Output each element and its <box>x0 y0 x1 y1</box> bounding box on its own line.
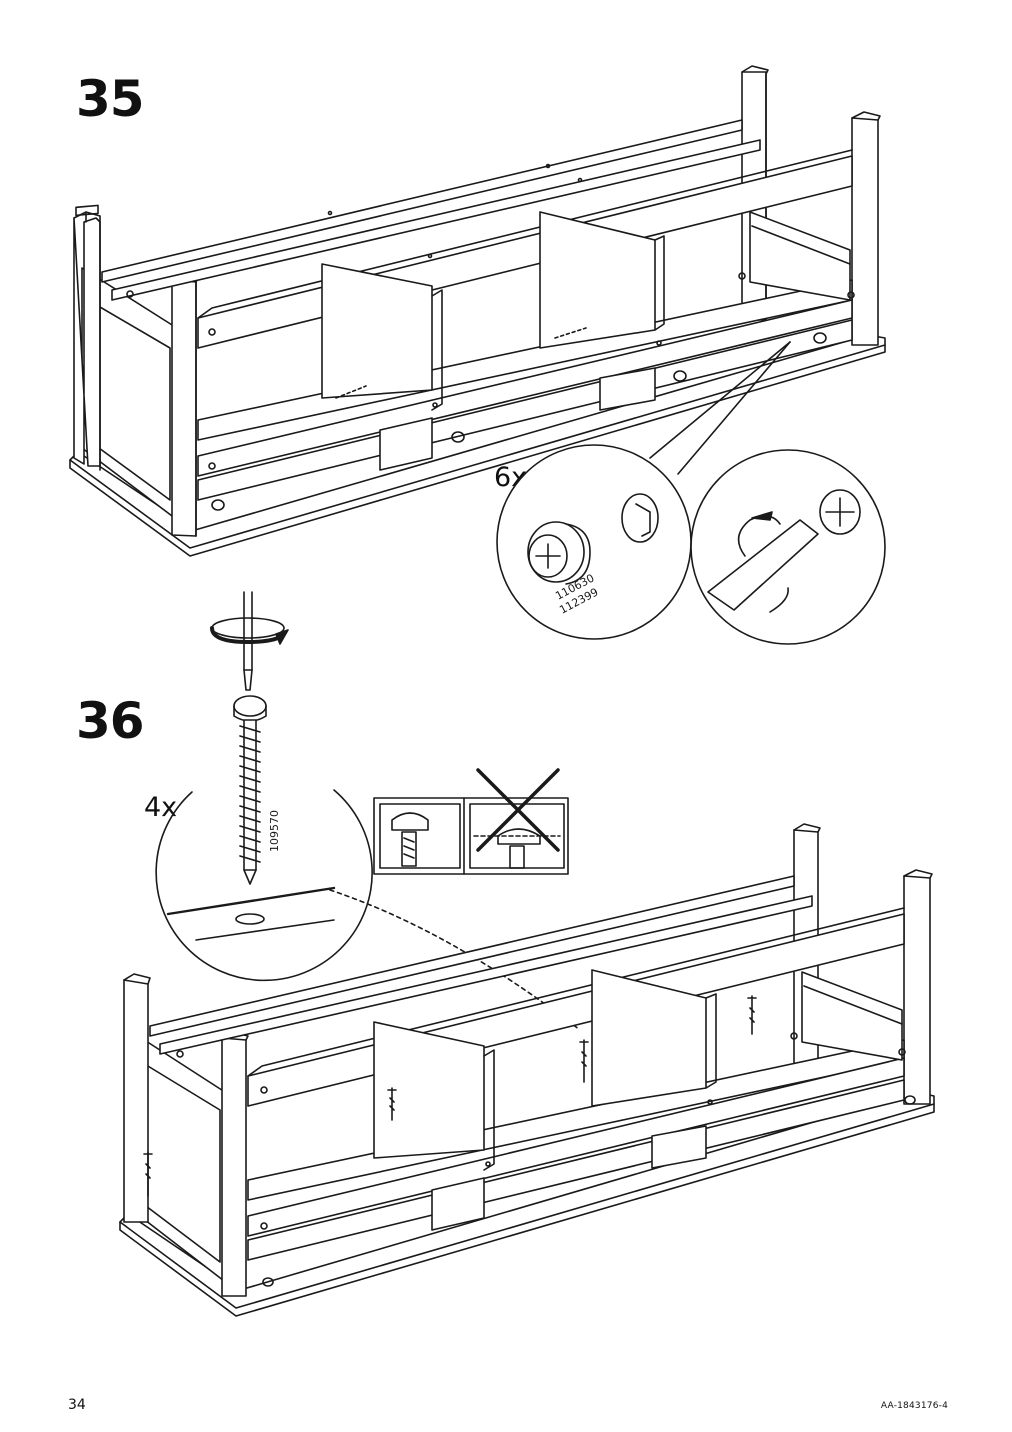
cross-out-mark-icon <box>476 768 560 852</box>
step-36-number: 36 <box>76 692 145 750</box>
step-36-screw-detail: 109570 <box>155 591 581 1031</box>
page-number: 34 <box>68 1397 86 1413</box>
rotate-clockwise-icon <box>210 617 289 645</box>
step-36-frame-drawing <box>119 823 935 1317</box>
screwdriver-icon <box>707 489 861 613</box>
step-35-detail-callout: 110630 112399 <box>496 444 886 645</box>
document-id: AA-1843176-4 <box>880 1401 948 1411</box>
step-35-frame-drawing <box>69 65 886 557</box>
screw-icon <box>143 995 757 1197</box>
screw-icon <box>233 695 267 885</box>
cam-lock-fitting-icon <box>211 332 827 511</box>
step-35-number: 35 <box>76 70 145 128</box>
part-number-109570: 109570 <box>268 810 281 852</box>
screwdriver-icon <box>243 591 253 691</box>
screw-depth-comparison <box>373 768 569 875</box>
cam-lock-fitting-icon <box>527 493 659 585</box>
